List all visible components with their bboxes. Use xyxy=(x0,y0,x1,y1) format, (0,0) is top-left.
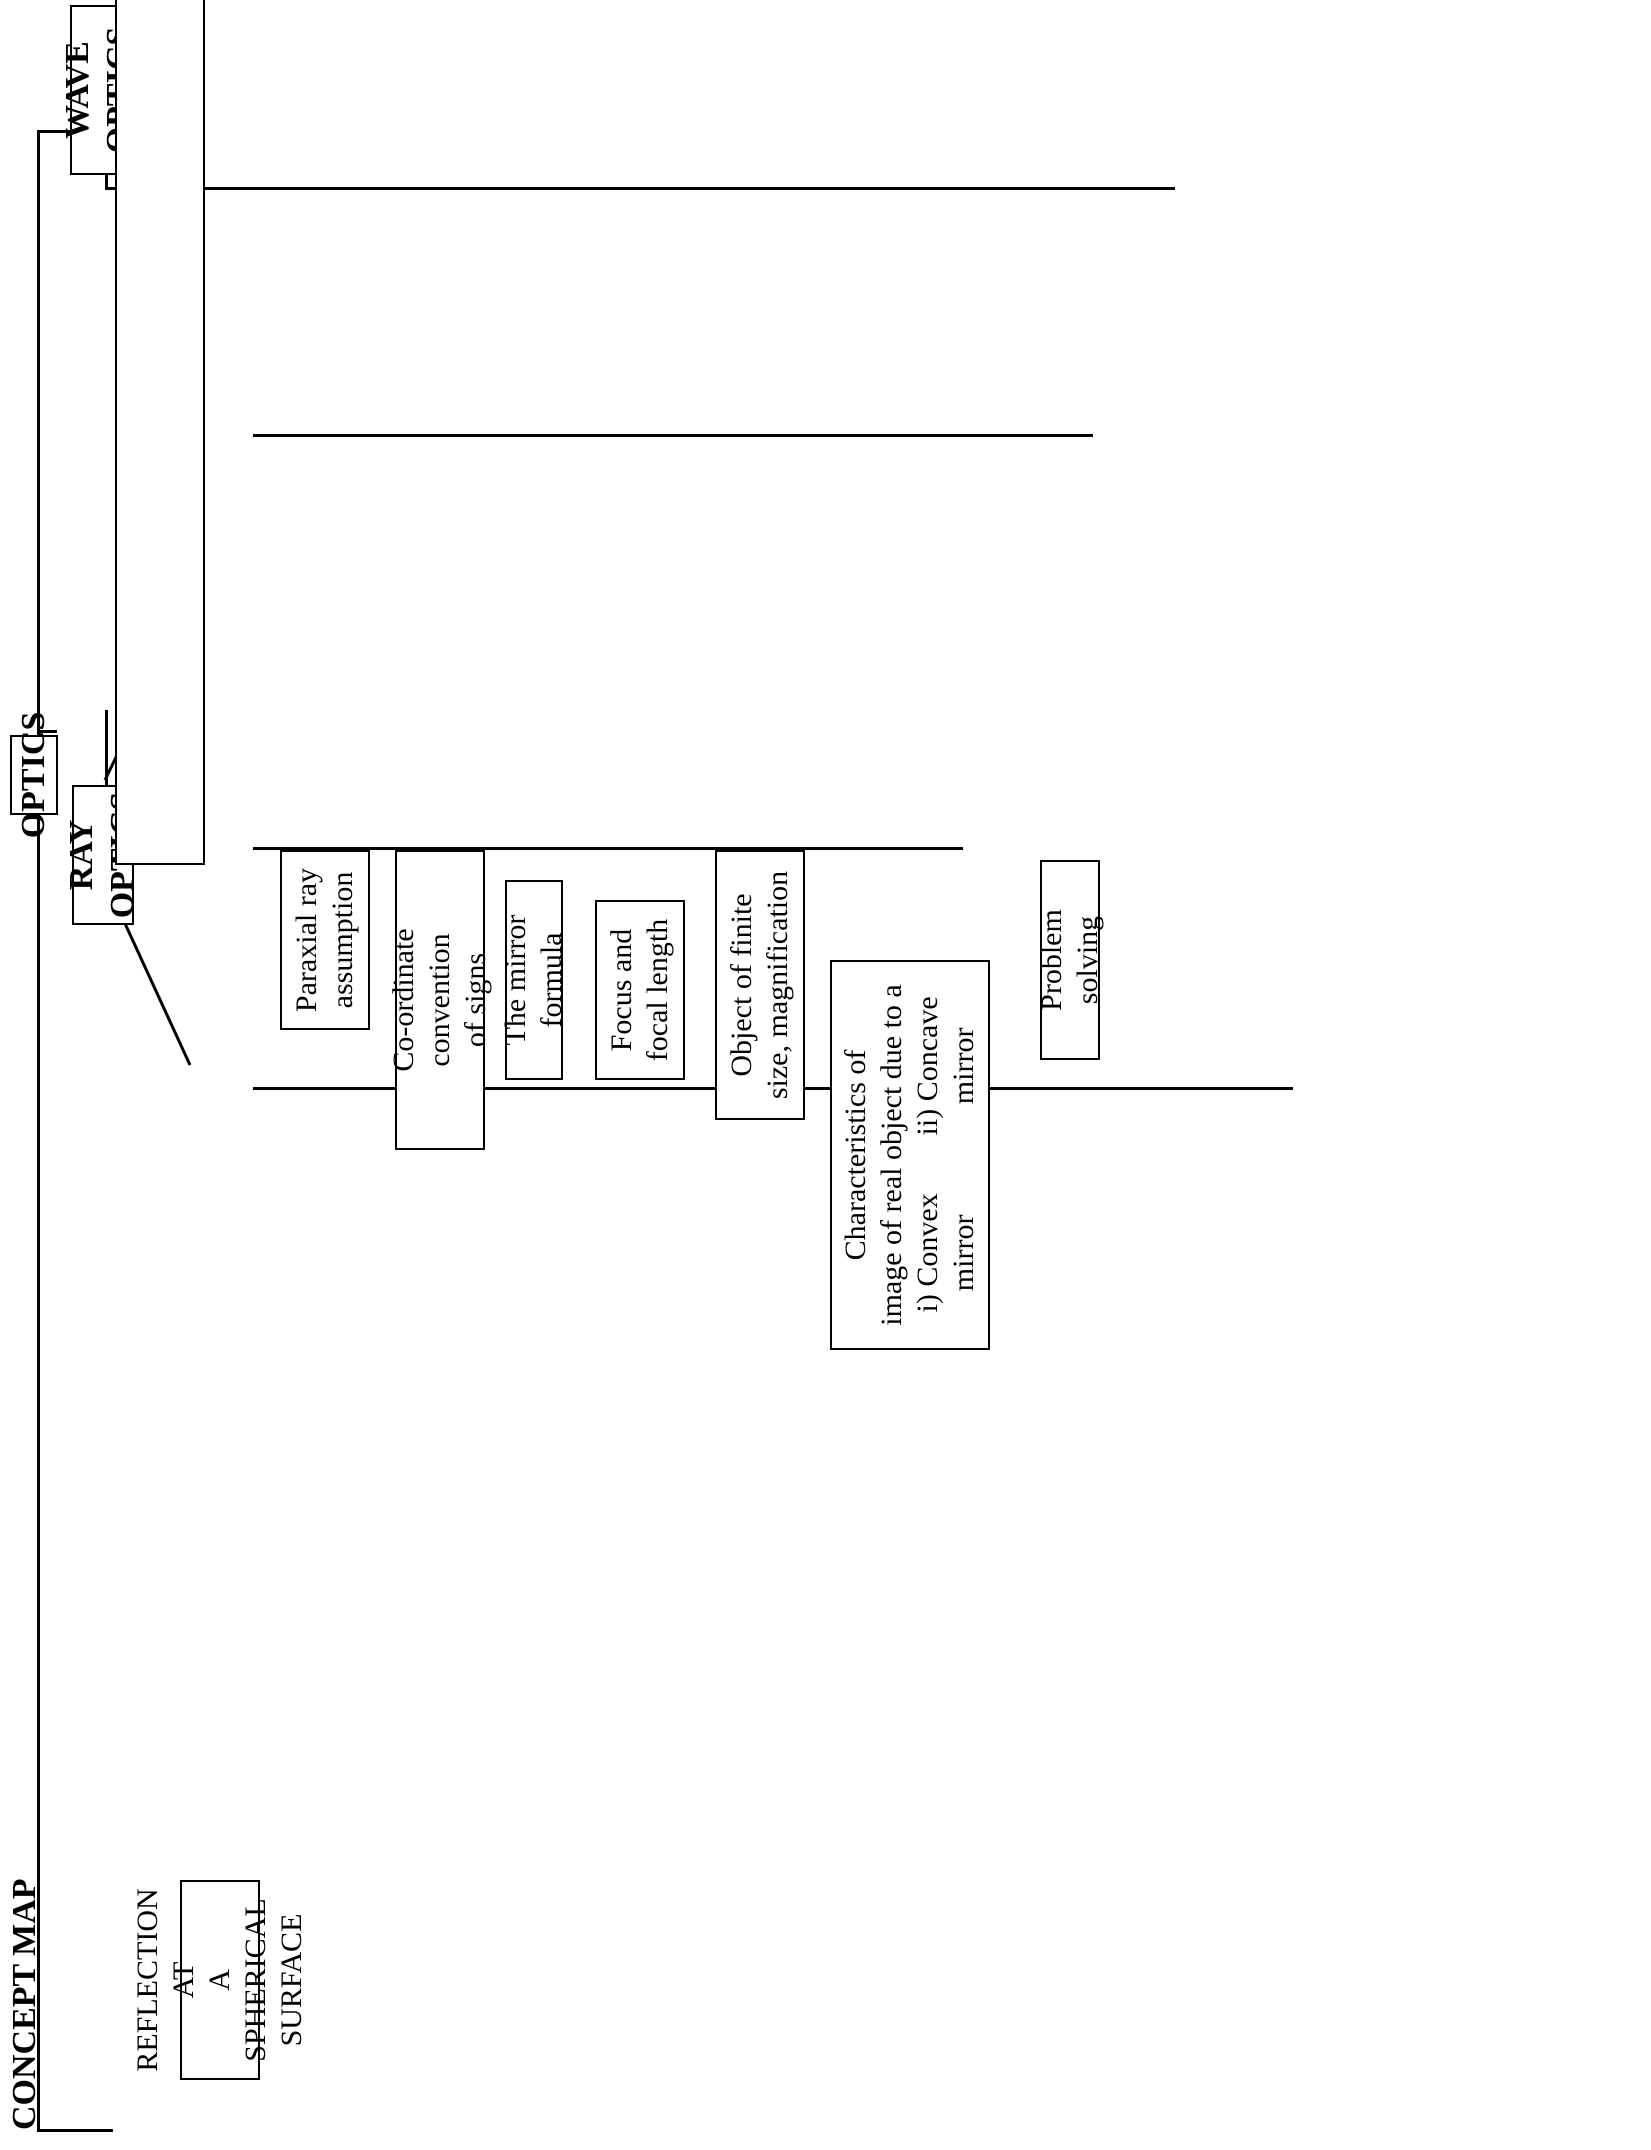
text-line: Object of finite xyxy=(725,893,758,1077)
problem-solving-box: Problem solving xyxy=(1035,860,1104,1060)
connector xyxy=(105,187,1175,190)
text-line: of signs xyxy=(459,952,492,1048)
option: ii) Concave mirror xyxy=(911,996,980,1136)
header-line: A SPHERICAL SURFACE xyxy=(203,1898,308,2062)
concept-map-title: CONCEPT MAP xyxy=(6,1878,43,2130)
option: i) Convex mirror xyxy=(911,1193,980,1313)
text-line: Paraxial ray xyxy=(290,867,323,1013)
text-line: Characteristics of xyxy=(839,1049,872,1261)
text-line: Problem solving xyxy=(1035,909,1104,1011)
mirror-options: i) Convex mirror ii) Concave mirror xyxy=(910,968,982,1342)
refraction-header xyxy=(115,0,205,865)
text-line: size, magnification xyxy=(761,870,794,1100)
text-line: assumption xyxy=(326,871,359,1009)
optics-root: OPTICS xyxy=(10,712,58,838)
text-line: Co-ordinate convention xyxy=(387,928,456,1072)
text-line: focal length xyxy=(641,918,674,1062)
text-line: image of real object due to a xyxy=(875,984,908,1326)
text-line: Focus and xyxy=(605,928,638,1052)
reflection-header: REFLECTION AT A SPHERICAL SURFACE xyxy=(131,1880,308,2080)
connector xyxy=(253,434,1093,437)
header-line: REFLECTION AT xyxy=(131,1888,200,2072)
mirror-image-box: Characteristics of image of real object … xyxy=(830,960,990,1350)
mirror-formula-box: The mirror formula xyxy=(499,880,568,1080)
text-line: The mirror formula xyxy=(499,914,568,1046)
